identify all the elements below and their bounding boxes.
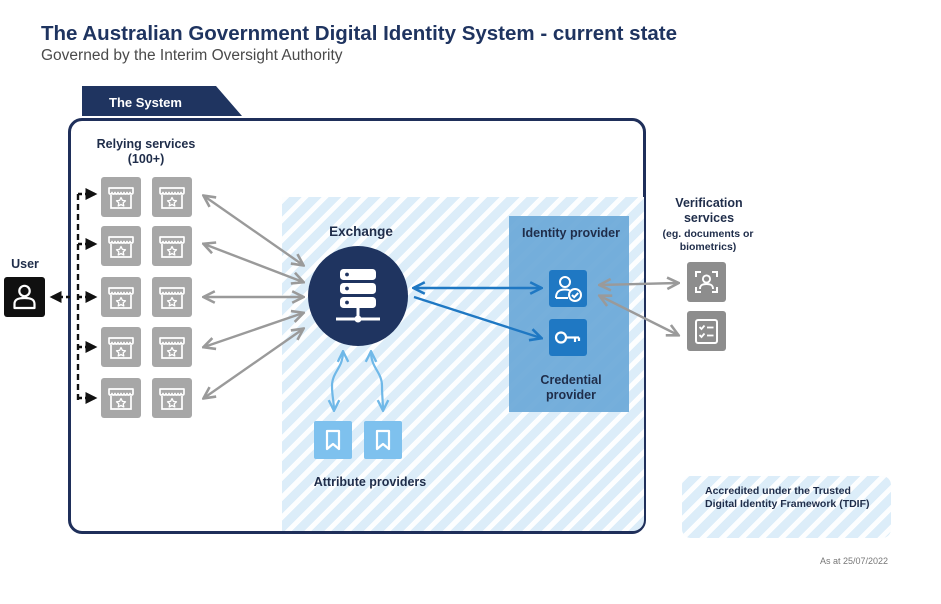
- shop-icon: [152, 277, 192, 317]
- verification-services-label: Verification services: [675, 196, 743, 225]
- exchange-provider-arrows: [414, 288, 541, 338]
- system-tab: [82, 86, 242, 116]
- diagram-title: The Australian Government Digital Identi…: [41, 22, 678, 45]
- user-label: User: [11, 257, 39, 271]
- diagram-subtitle: Governed by the Interim Oversight Author…: [41, 47, 343, 64]
- attribute-providers-label: Attribute providers: [313, 475, 427, 489]
- credential-provider-label: Credential provider: [540, 373, 602, 402]
- face-scan-icon: [687, 262, 726, 302]
- user-icon: [4, 277, 45, 317]
- server-icon: [308, 246, 408, 346]
- relying-services-label: Relying services (100+): [96, 137, 196, 166]
- exchange-label: Exchange: [329, 224, 393, 239]
- shop-icon: [101, 378, 141, 418]
- key-icon: [549, 319, 587, 356]
- system-tab-label: The System: [109, 95, 182, 110]
- shop-icon: [101, 226, 141, 266]
- shop-icon: [152, 226, 192, 266]
- shop-icon: [101, 177, 141, 217]
- bookmark-icon: [314, 421, 352, 459]
- shop-icon: [152, 378, 192, 418]
- legend-swatch: [682, 476, 891, 538]
- as-at-date: As at 25/07/2022: [819, 556, 888, 566]
- bookmark-icon: [364, 421, 402, 459]
- user-relying-connector: [49, 188, 98, 404]
- exchange-attribute-arrows: [332, 352, 383, 410]
- identity-provider-label: Identity provider: [522, 226, 620, 240]
- checklist-icon: [687, 311, 726, 351]
- verification-services-note: (eg. documents or biometrics): [662, 228, 754, 253]
- shop-icon: [152, 327, 192, 367]
- user-check-icon: [549, 270, 587, 307]
- shop-icon: [101, 327, 141, 367]
- legend-text: Accredited under the Trusted Digital Ide…: [705, 485, 870, 510]
- shop-icon: [152, 177, 192, 217]
- shop-icon: [101, 277, 141, 317]
- relying-exchange-arrows: [204, 196, 303, 398]
- verification-arrows: [600, 283, 678, 335]
